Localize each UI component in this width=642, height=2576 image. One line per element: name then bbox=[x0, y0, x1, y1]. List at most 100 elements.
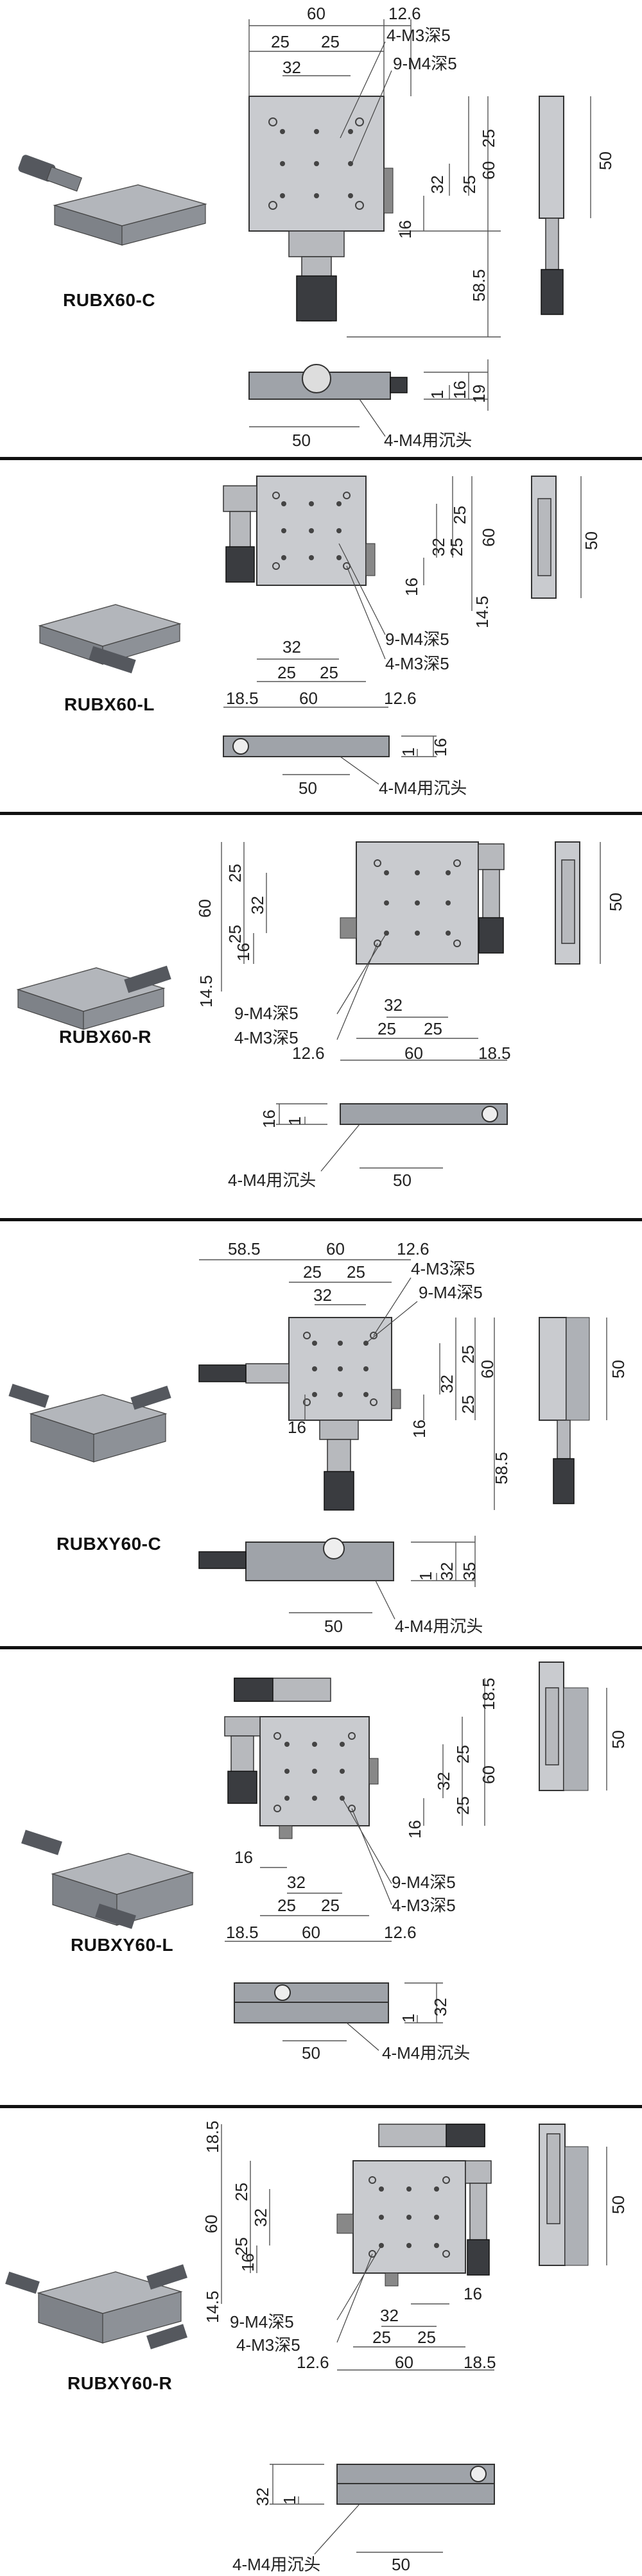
separator bbox=[0, 1646, 642, 1649]
dim-v25a: 25 bbox=[232, 2183, 251, 2201]
dim-v185: 18.5 bbox=[203, 2120, 222, 2153]
model-name: RUBX60-L bbox=[64, 694, 155, 714]
dim-v145: 14.5 bbox=[203, 2290, 222, 2323]
dim-side-v2: 60 bbox=[479, 161, 498, 180]
model-name: RUBXY60-R bbox=[67, 2373, 173, 2393]
right-view bbox=[539, 1317, 607, 1504]
note-m3: 4-M3深5 bbox=[236, 2335, 300, 2355]
dim-h32: 32 bbox=[313, 1285, 332, 1305]
dim-h60: 60 bbox=[302, 1923, 320, 1942]
dim-v60: 60 bbox=[202, 2215, 221, 2233]
dim-front-c: 35 bbox=[460, 1562, 479, 1581]
dim-v60: 60 bbox=[478, 1360, 497, 1378]
dim-h25b: 25 bbox=[424, 1019, 442, 1038]
note-m4: 9-M4深5 bbox=[419, 1283, 483, 1302]
dim-v5: 16 bbox=[402, 578, 421, 596]
dim-front-b: 32 bbox=[437, 1562, 456, 1581]
dim-v16a: 16 bbox=[410, 1420, 429, 1438]
top-view bbox=[224, 1678, 485, 1942]
dim-front-w: 50 bbox=[299, 778, 317, 798]
dim-h126: 12.6 bbox=[384, 1923, 417, 1942]
dim-v16: 16 bbox=[405, 1820, 424, 1839]
dim-h126: 12.6 bbox=[297, 2353, 329, 2372]
dim-side-v3: 32 bbox=[428, 175, 447, 194]
dim-v25a: 25 bbox=[453, 1745, 473, 1764]
dim-h60: 60 bbox=[395, 2353, 413, 2372]
separator bbox=[0, 812, 642, 815]
dim-h25b: 25 bbox=[417, 2328, 436, 2347]
dim-h32: 32 bbox=[384, 995, 403, 1015]
dim-h126: 12.6 bbox=[397, 1239, 429, 1258]
note-countersink: 4-M4用沉头 bbox=[382, 2043, 470, 2063]
dim-right-h: 50 bbox=[582, 531, 601, 550]
note-countersink: 4-M4用沉头 bbox=[228, 1171, 316, 1190]
model-name: RUBX60-R bbox=[59, 1027, 152, 1047]
dim-v60: 60 bbox=[195, 899, 214, 918]
dim-h25b: 25 bbox=[321, 1896, 340, 1915]
dim-v2: 60 bbox=[479, 528, 498, 547]
dim-right-h: 50 bbox=[609, 2195, 628, 2214]
dim-h60: 60 bbox=[299, 689, 318, 708]
top-view bbox=[221, 2124, 494, 2371]
dim-v4: 25 bbox=[447, 538, 466, 556]
top-view bbox=[248, 19, 501, 338]
model-name: RUBXY60-C bbox=[56, 1534, 162, 1554]
product-photo bbox=[16, 965, 171, 1030]
panel-rubx60-r: 60 25 25 32 16 14.5 9-M4深5 4-M3深5 32 25 … bbox=[0, 815, 642, 1218]
top-view bbox=[198, 1259, 495, 1511]
model-name: RUBX60-C bbox=[63, 290, 156, 310]
model-name: RUBXY60-L bbox=[71, 1935, 174, 1955]
dim-v32: 32 bbox=[248, 896, 267, 914]
note-m3: 4-M3深5 bbox=[234, 1028, 299, 1047]
dim-v25a: 25 bbox=[225, 864, 245, 882]
dim-v25b: 25 bbox=[225, 925, 245, 943]
note-m3: 4-M3深5 bbox=[411, 1259, 475, 1278]
note-m3: 4-M3深5 bbox=[386, 26, 451, 45]
drawing-rubxy60-l: 18.5 25 60 32 25 16 16 32 25 25 18.5 60 … bbox=[21, 1662, 628, 2063]
dim-h25a: 25 bbox=[377, 1019, 396, 1038]
panel-rubxy60-r: 18.5 60 25 32 25 16 14.5 16 9-M4深5 4-M3深… bbox=[0, 2108, 642, 2576]
dim-v185: 18.5 bbox=[479, 1678, 498, 1710]
dim-h32: 32 bbox=[380, 2306, 399, 2325]
dim-v25a: 25 bbox=[458, 1345, 478, 1364]
dim-h25a: 25 bbox=[277, 663, 296, 682]
note-m3: 4-M3深5 bbox=[392, 1896, 456, 1915]
dim-front-w: 50 bbox=[324, 1617, 343, 1636]
dim-h126: 12.6 bbox=[292, 1043, 325, 1063]
product-photo bbox=[18, 155, 207, 246]
panel-rubxy60-l: 18.5 25 60 32 25 16 16 32 25 25 18.5 60 … bbox=[0, 1649, 642, 2105]
product-photo bbox=[38, 604, 182, 674]
separator bbox=[0, 2105, 642, 2108]
dim-front-a: 1 bbox=[428, 390, 447, 399]
note-countersink: 4-M4用沉头 bbox=[379, 778, 467, 798]
front-view bbox=[276, 1103, 508, 1172]
dim-h25a: 25 bbox=[372, 2328, 391, 2347]
dim-front-c: 19 bbox=[469, 384, 489, 403]
dim-v6: 14.5 bbox=[473, 596, 492, 628]
panel-rubxy60-c: 58.5 60 12.6 25 25 32 4-M3深5 9-M4深5 25 6… bbox=[0, 1221, 642, 1646]
note-m4: 9-M4深5 bbox=[392, 1873, 456, 1892]
note-m4: 9-M4深5 bbox=[234, 1004, 299, 1023]
right-view bbox=[539, 2124, 607, 2266]
drawing-rubx60-c: 60 12.6 25 25 32 4-M3深5 9-M4深5 25 60 32 … bbox=[18, 4, 615, 450]
dim-h25b: 25 bbox=[347, 1262, 365, 1282]
dim-front-b: 16 bbox=[431, 738, 450, 757]
dim-h126: 12.6 bbox=[384, 689, 417, 708]
dim-h25a: 25 bbox=[303, 1262, 322, 1282]
dim-v25b: 25 bbox=[458, 1395, 478, 1414]
dim-front-a: 1 bbox=[399, 2014, 418, 2023]
front-view bbox=[223, 735, 437, 785]
dim-v32: 32 bbox=[251, 2208, 270, 2227]
dim-front-b: 1 bbox=[285, 1117, 304, 1126]
drawing-rubxy60-c: 58.5 60 12.6 25 25 32 4-M3深5 9-M4深5 25 6… bbox=[8, 1239, 628, 1636]
dim-front-a: 32 bbox=[253, 2487, 272, 2506]
dim-h25b: 25 bbox=[320, 663, 338, 682]
top-view bbox=[223, 476, 473, 708]
dim-front-w: 50 bbox=[392, 2555, 410, 2574]
dim-h60: 60 bbox=[326, 1239, 345, 1258]
dim-spacing-b: 25 bbox=[321, 32, 340, 51]
dim-right-h: 50 bbox=[596, 151, 615, 170]
panel-rubx60-l: 25 60 32 25 16 14.5 9-M4深5 4-M3深5 32 25 … bbox=[0, 460, 642, 812]
right-view bbox=[531, 476, 582, 599]
dim-travel: 58.5 bbox=[469, 269, 489, 302]
